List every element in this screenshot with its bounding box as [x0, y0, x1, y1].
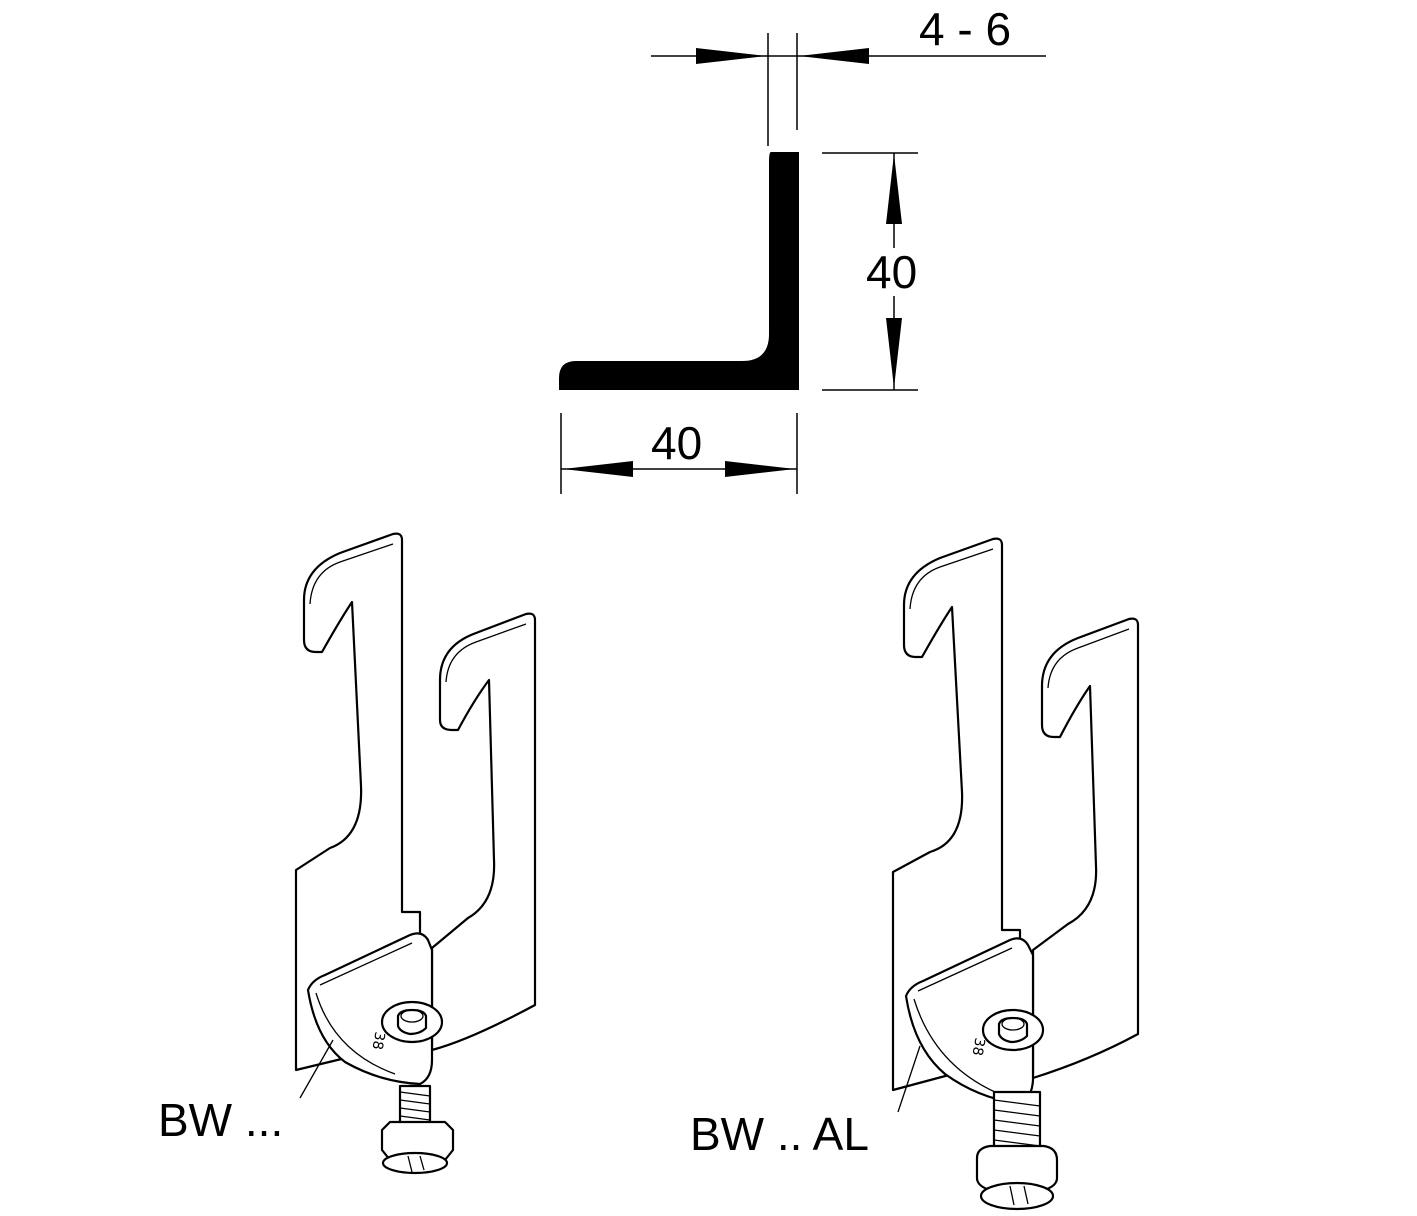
label-left-clamp: BW ... — [158, 1094, 283, 1146]
l-angle-section — [559, 152, 799, 390]
width-dimension: 40 — [560, 413, 798, 494]
thickness-dimension: 4 - 6 — [651, 3, 1046, 146]
angle-profile — [559, 152, 799, 390]
svg-text:38: 38 — [969, 1036, 988, 1056]
label-right-clamp: BW .. AL — [690, 1108, 869, 1160]
svg-text:38: 38 — [369, 1030, 388, 1050]
height-value: 40 — [866, 246, 917, 298]
width-value: 40 — [651, 417, 702, 469]
clamp-left: 38 BW ... — [158, 532, 537, 1175]
thickness-value: 4 - 6 — [919, 3, 1011, 55]
height-dimension: 40 — [822, 152, 924, 391]
clamp-right: 38 BW .. AL — [690, 537, 1140, 1211]
